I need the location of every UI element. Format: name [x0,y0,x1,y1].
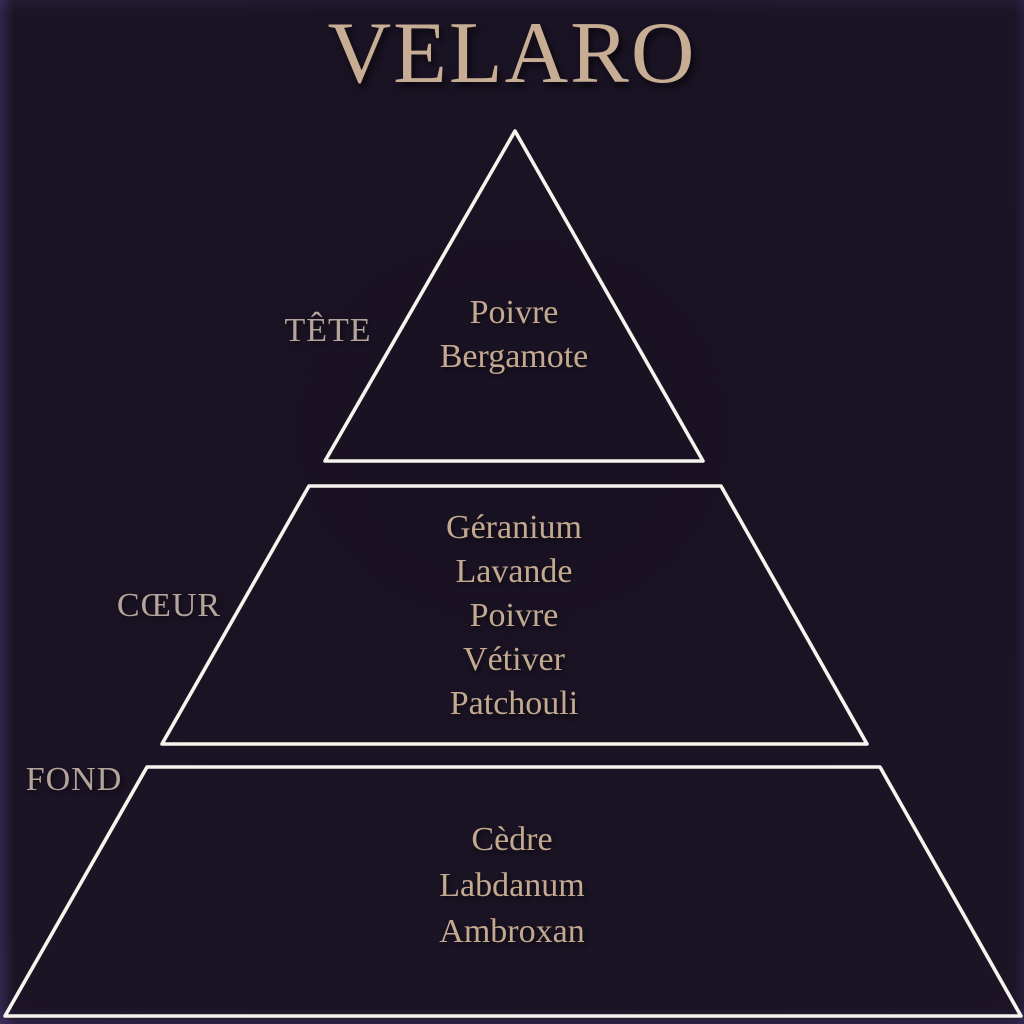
level-label-coeur: CŒUR [116,587,222,624]
pyramid-middle-trapezoid [160,484,869,746]
pyramid-top-triangle [323,129,705,463]
level-label-tete: TÊTE [284,312,372,349]
note-item: Vétiver [463,641,565,678]
note-item: Lavande [455,553,573,590]
note-item: Bergamote [439,338,589,375]
note-item: Poivre [469,294,559,331]
note-item: Ambroxan [439,913,585,950]
tete-notes-list: Poivre Bergamote [440,291,589,379]
note-item: Cèdre [471,821,553,858]
level-label-fond: FOND [25,761,123,798]
note-item: Patchouli [449,685,579,722]
brand-title: VELARO [327,5,697,102]
pyramid-bottom-trapezoid [3,765,1023,1018]
fond-notes-list: Cèdre Labdanum Ambroxan [439,817,584,955]
note-item: Labdanum [439,867,585,904]
note-item: Poivre [469,597,559,634]
coeur-notes-list: Géranium Lavande Poivre Vétiver Patchoul… [446,506,582,726]
note-item: Géranium [446,509,582,546]
